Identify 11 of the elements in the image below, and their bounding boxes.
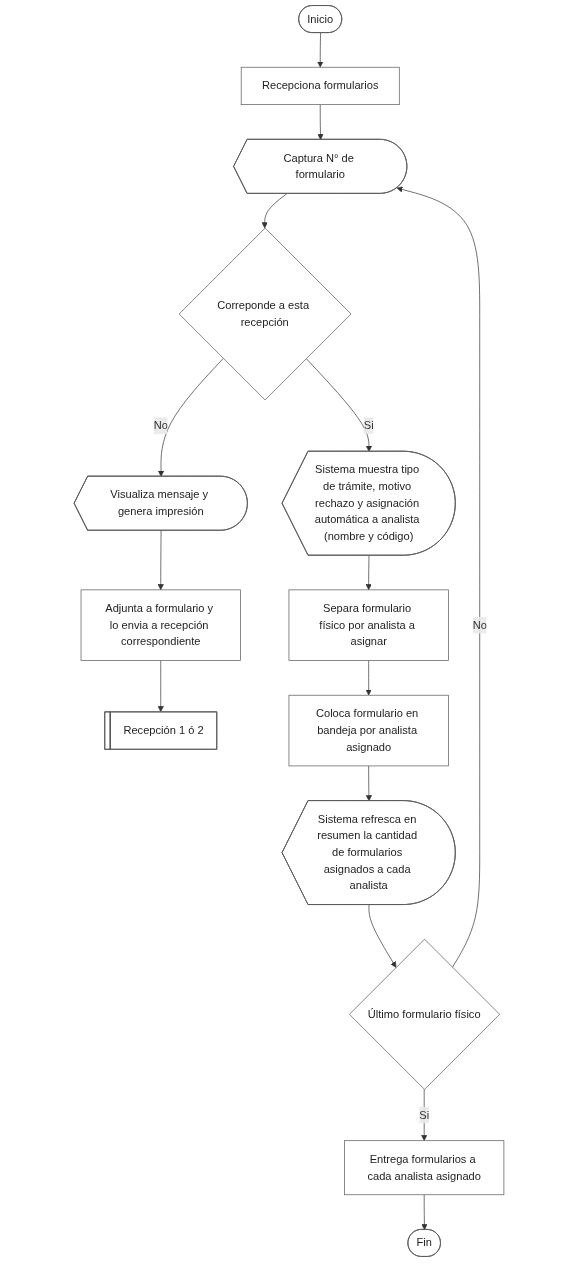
edge-label: No — [153, 419, 168, 432]
node-box: Separa formulario físico por analista a asignar — [288, 589, 449, 661]
node-box: Coloca formulario en bandeja por analista asignado — [288, 694, 449, 767]
edge-label: Si — [363, 419, 374, 432]
node-diamond: Correponde a esta recepción — [178, 227, 352, 401]
node-box: Entrega formularios a cada analista asignado — [344, 1140, 505, 1196]
node-diamond: Último formulario físico — [349, 938, 500, 1090]
node-box: Adjunta a formulario y lo envia a recepción correspondiente — [80, 589, 241, 661]
edge-label: No — [472, 618, 487, 631]
node-box: Recepciona formularios — [240, 66, 400, 105]
edge-label: Si — [419, 1108, 430, 1121]
